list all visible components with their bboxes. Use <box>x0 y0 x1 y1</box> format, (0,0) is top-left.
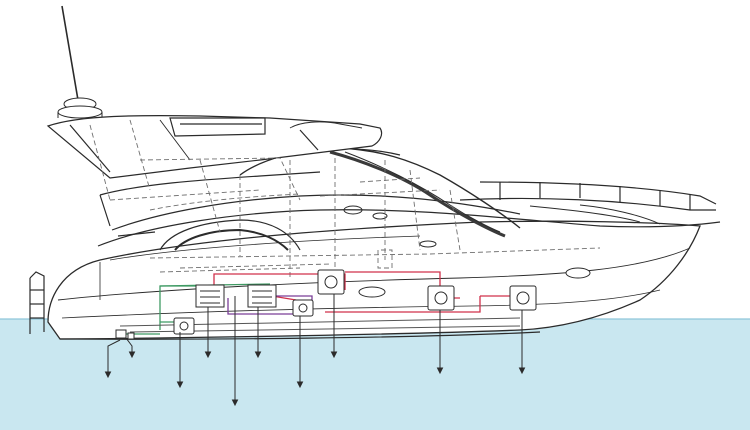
leader-arrowhead <box>330 351 338 359</box>
leader-arrowhead <box>518 367 526 375</box>
pump-unit-icon <box>173 269 537 335</box>
leader-arrowhead <box>204 351 212 359</box>
leader-arrowhead <box>296 381 304 389</box>
leader-line <box>107 339 121 376</box>
red-circuit <box>213 271 536 313</box>
leader-arrowhead <box>254 351 262 359</box>
radar-dome-icon <box>57 97 103 119</box>
generator-unit-icon <box>195 284 277 308</box>
leader-arrowhead <box>436 367 444 375</box>
superstructure <box>46 114 721 251</box>
leader-arrowhead <box>104 371 112 379</box>
hidden-structure <box>89 119 601 280</box>
boarding-ladder-icon <box>29 271 45 334</box>
antenna-icon <box>61 5 79 101</box>
leader-arrowhead <box>231 399 239 407</box>
leader-arrowhead <box>176 381 184 389</box>
leader-arrow-icon <box>104 294 526 407</box>
through-hull-valve-icon <box>115 329 135 340</box>
leader-arrowhead <box>128 351 136 359</box>
